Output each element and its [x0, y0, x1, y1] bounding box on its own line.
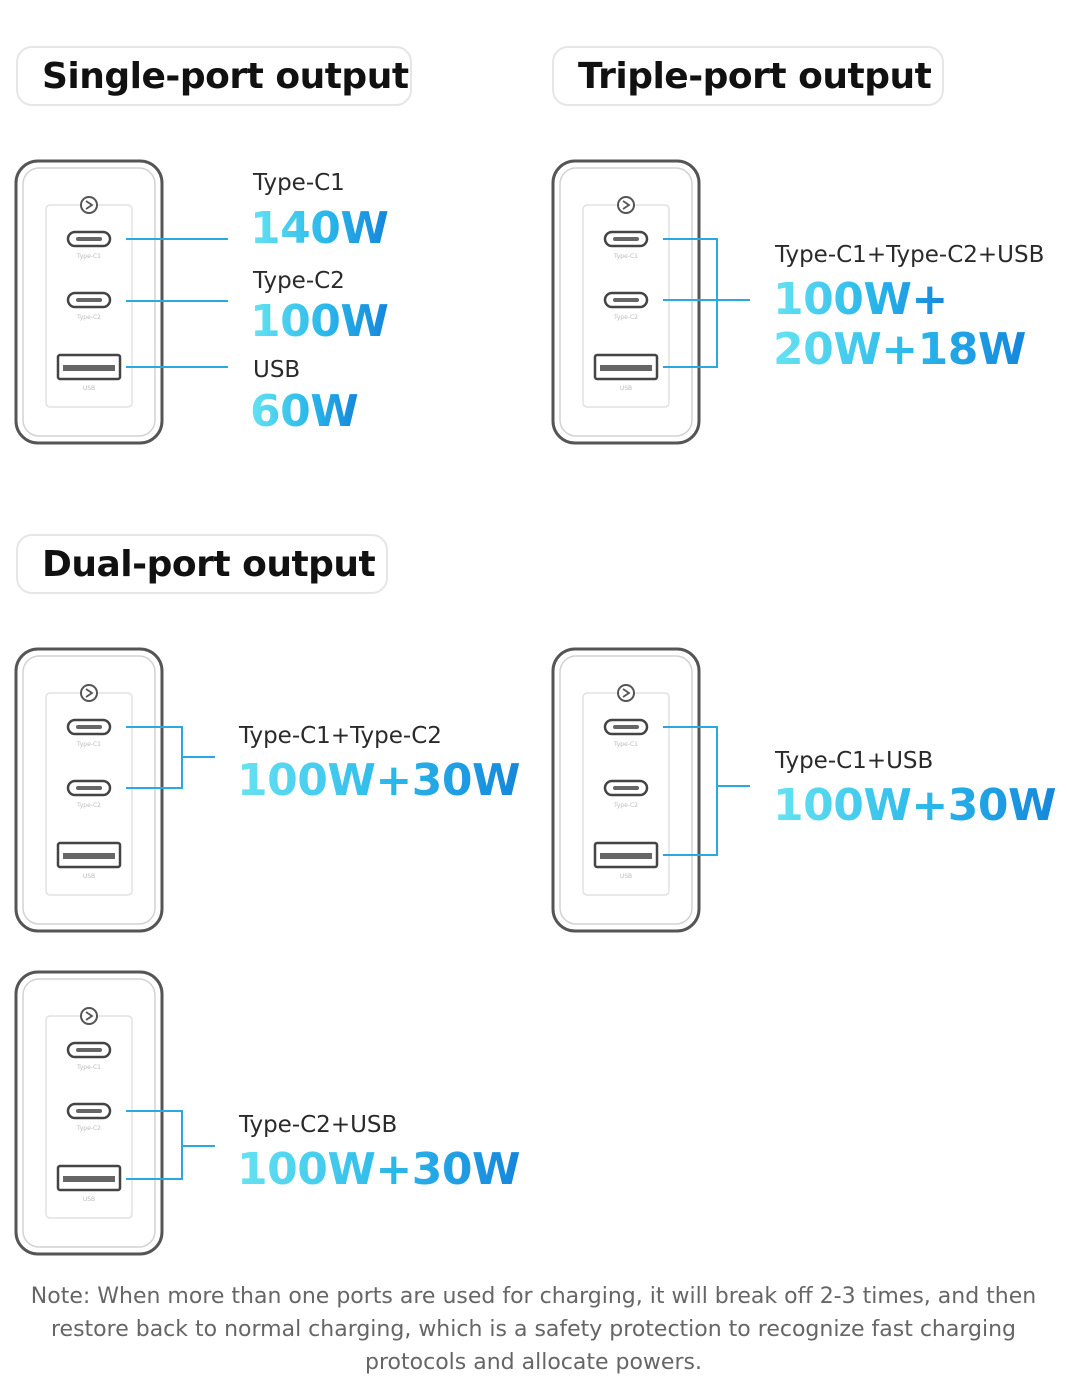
usb-c-port-icon: [66, 1102, 112, 1120]
usb-c-port-icon: [603, 291, 649, 309]
single-c1-watt: 140W: [250, 203, 389, 254]
usb-a-port-icon: [56, 1164, 122, 1192]
brand-logo-icon: [80, 684, 98, 702]
brand-logo-icon: [617, 196, 635, 214]
svg-text:USB: USB: [83, 1196, 95, 1203]
usb-c-port-icon: [66, 1041, 112, 1059]
usb-a-port-icon: [56, 841, 122, 869]
single-c2-watt: 100W: [250, 296, 389, 347]
dual-c1c2-watt: 100W+30W: [237, 755, 521, 806]
svg-text:Type-C2: Type-C2: [76, 1125, 101, 1132]
svg-text:USB: USB: [620, 385, 632, 392]
dual-c1c2-label: Type-C1+Type-C2: [239, 723, 442, 749]
triple-watt-line2: 20W+18W: [773, 324, 1026, 375]
charger-dual-c1usb: Type-C1 Type-C2 USB: [551, 647, 701, 933]
svg-text:Type-C1: Type-C1: [613, 253, 638, 260]
triple-watt-line1: 100W+: [773, 274, 948, 325]
svg-text:Type-C1: Type-C1: [76, 741, 101, 748]
single-c1-label: Type-C1: [253, 170, 345, 196]
svg-text:Type-C1: Type-C1: [76, 1064, 101, 1071]
svg-text:Type-C2: Type-C2: [76, 802, 101, 809]
usb-c-port-icon: [66, 291, 112, 309]
single-port-title: Single-port output: [16, 46, 412, 106]
usb-a-port-icon: [56, 353, 122, 381]
dual-c2usb-watt: 100W+30W: [237, 1144, 521, 1195]
charger-single: Type-C1 Type-C2 USB: [14, 159, 164, 445]
svg-text:USB: USB: [620, 873, 632, 880]
usb-c-port-icon: [66, 779, 112, 797]
usb-a-port-icon: [593, 353, 659, 381]
dual-port-title: Dual-port output: [16, 534, 388, 594]
svg-text:Type-C2: Type-C2: [613, 802, 638, 809]
charger-triple: Type-C1 Type-C2 USB: [551, 159, 701, 445]
svg-text:Type-C1: Type-C1: [76, 253, 101, 260]
usb-c-port-icon: [66, 718, 112, 736]
single-usb-label: USB: [253, 357, 301, 383]
charger-dual-c2usb: Type-C1 Type-C2 USB: [14, 970, 164, 1256]
usb-c-port-icon: [603, 779, 649, 797]
brand-logo-icon: [617, 684, 635, 702]
svg-text:USB: USB: [83, 385, 95, 392]
single-c2-label: Type-C2: [253, 268, 345, 294]
svg-text:Type-C2: Type-C2: [613, 314, 638, 321]
single-usb-watt: 60W: [250, 386, 359, 437]
usb-c-port-icon: [66, 230, 112, 248]
brand-logo-icon: [80, 196, 98, 214]
svg-text:Type-C2: Type-C2: [76, 314, 101, 321]
triple-port-title: Triple-port output: [552, 46, 944, 106]
usb-c-port-icon: [603, 718, 649, 736]
svg-text:USB: USB: [83, 873, 95, 880]
dual-c1usb-label: Type-C1+USB: [775, 748, 934, 774]
usb-a-port-icon: [593, 841, 659, 869]
safety-note: Note: When more than one ports are used …: [30, 1284, 1037, 1375]
charger-dual-c1c2: Type-C1 Type-C2 USB: [14, 647, 164, 933]
brand-logo-icon: [80, 1007, 98, 1025]
usb-c-port-icon: [603, 230, 649, 248]
dual-c1usb-watt: 100W+30W: [773, 780, 1057, 831]
svg-text:Type-C1: Type-C1: [613, 741, 638, 748]
triple-label: Type-C1+Type-C2+USB: [775, 242, 1045, 268]
dual-c2usb-label: Type-C2+USB: [239, 1112, 398, 1138]
